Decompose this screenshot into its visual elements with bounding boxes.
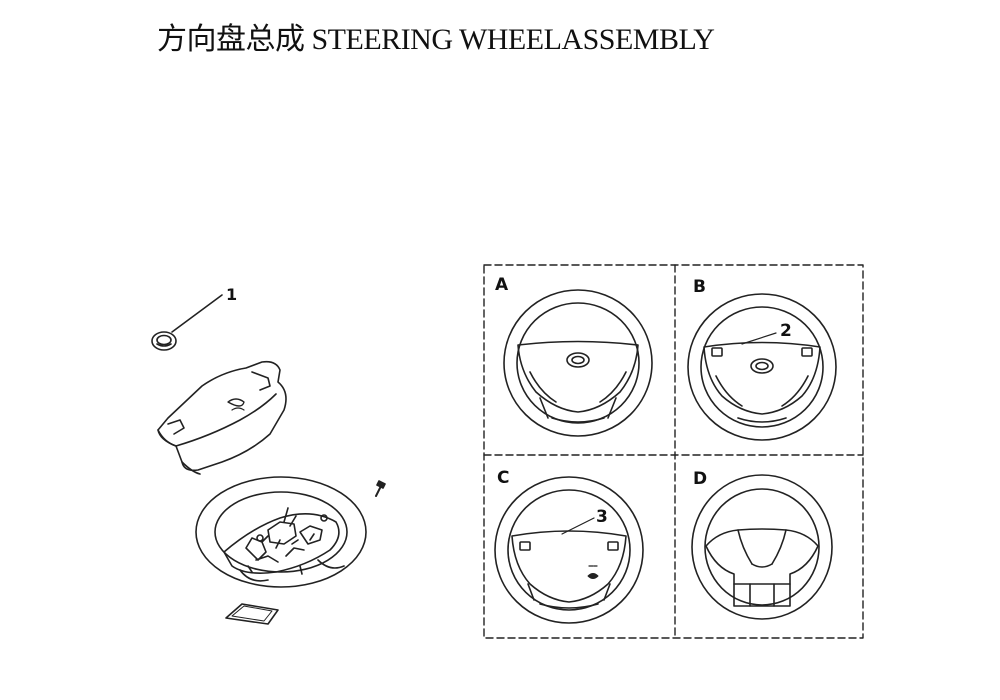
steering-wheel-part (195, 476, 367, 588)
variant-label-c: C (497, 468, 509, 488)
emblem-part (151, 331, 177, 351)
variant-label-d: D (693, 469, 707, 489)
callout-label-2: 2 (780, 321, 792, 341)
variant-label-a: A (495, 275, 509, 295)
callout-line-1 (171, 294, 223, 333)
airbag-module (157, 360, 287, 475)
variant-grid (483, 264, 864, 639)
variant-a-wheel (503, 289, 653, 437)
callout-label-3: 3 (596, 507, 608, 527)
callout-label-1: 1 (226, 285, 237, 304)
variant-label-b: B (693, 277, 706, 297)
variant-c-wheel (494, 476, 644, 624)
bolt-part (375, 480, 386, 497)
variant-b-wheel (687, 293, 837, 441)
lower-cover-part (225, 603, 279, 625)
variant-d-wheel (691, 474, 833, 620)
diagram-title: 方向盘总成 STEERING WHEELASSEMBLY (157, 23, 715, 56)
exploded-view (151, 294, 386, 625)
